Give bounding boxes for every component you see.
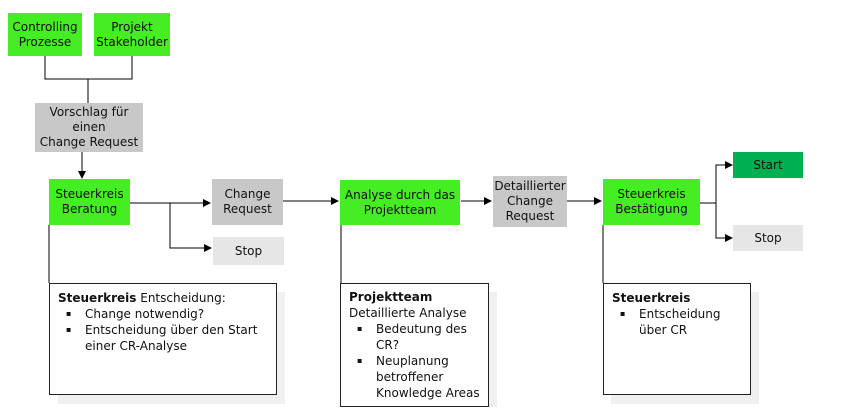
steuerkreis-entscheidung-rest: Entscheidung: <box>136 291 226 305</box>
projektteam-heading: Projektteam <box>349 289 480 305</box>
controlling-prozesse-node[interactable]: Controlling Prozesse <box>8 13 82 56</box>
steuerkreis-entscheidung-note: Steuerkreis Entscheidung: Change notwend… <box>49 283 277 395</box>
start-label: Start <box>753 157 783 172</box>
stop-label-2: Stop <box>754 230 782 245</box>
stop-node-1[interactable]: Stop <box>213 237 284 265</box>
list-item: Entscheidung über den Start einer CR-Ana… <box>58 322 268 354</box>
steuerkreis-entscheidung-heading: Steuerkreis Entscheidung: <box>58 290 268 306</box>
stop-node-2[interactable]: Stop <box>733 225 803 251</box>
list-item: Bedeutung des CR? <box>349 321 480 353</box>
connector-to-stop2 <box>715 203 733 242</box>
projektteam-note: Projektteam Detaillierte Analyse Bedeutu… <box>340 283 489 407</box>
connector-branch-stop1 <box>169 203 212 252</box>
steuerkreis-beratung-label: Steuerkreis Beratung <box>55 187 124 216</box>
projekt-stakeholder-label: Projekt Stakeholder <box>96 19 168 49</box>
stop-label-1: Stop <box>234 243 263 258</box>
list-item: Entscheidung über CR <box>612 306 742 338</box>
list-item: Neuplanung betroffener Knowledge Areas <box>349 353 480 401</box>
projekt-stakeholder-node[interactable]: Projekt Stakeholder <box>94 13 170 56</box>
projektteam-bold: Projektteam <box>349 290 433 304</box>
steuerkreis-bestaetigung-label: Steuerkreis Bestätigung <box>615 187 688 216</box>
steuerkreis-beratung-node[interactable]: Steuerkreis Beratung <box>49 179 130 225</box>
analyse-projektteam-label: Analyse durch das Projektteam <box>344 187 456 217</box>
steuerkreis-entscheidung-list: Change notwendig? Entscheidung über den … <box>58 306 268 354</box>
steuerkreis-heading: Steuerkreis <box>612 290 742 306</box>
steuerkreis-note: Steuerkreis Entscheidung über CR <box>603 283 751 395</box>
steuerkreis-entscheidung-bold: Steuerkreis <box>58 291 137 305</box>
vorschlag-label: Vorschlag für einen Change Request <box>39 105 139 149</box>
connector-to-start <box>715 161 733 203</box>
change-request-node[interactable]: Change Request <box>212 179 283 225</box>
steuerkreis-bold: Steuerkreis <box>612 291 691 305</box>
list-item: Change notwendig? <box>58 306 268 322</box>
detaillierter-change-request-label: Detaillierter Change Request <box>494 179 566 223</box>
steuerkreis-bestaetigung-node[interactable]: Steuerkreis Bestätigung <box>603 179 700 225</box>
start-node[interactable]: Start <box>733 152 803 178</box>
detaillierter-change-request-node[interactable]: Detaillierter Change Request <box>493 176 567 227</box>
projektteam-subtitle: Detaillierte Analyse <box>349 306 467 320</box>
steuerkreis-list: Entscheidung über CR <box>612 306 742 338</box>
controlling-prozesse-label: Controlling Prozesse <box>12 19 78 49</box>
vorschlag-node[interactable]: Vorschlag für einen Change Request <box>35 103 143 152</box>
analyse-projektteam-node[interactable]: Analyse durch das Projektteam <box>340 180 460 225</box>
connector-controlling <box>44 56 133 80</box>
projektteam-list: Bedeutung des CR? Neuplanung betroffener… <box>349 321 480 401</box>
change-request-label: Change Request <box>223 187 272 216</box>
